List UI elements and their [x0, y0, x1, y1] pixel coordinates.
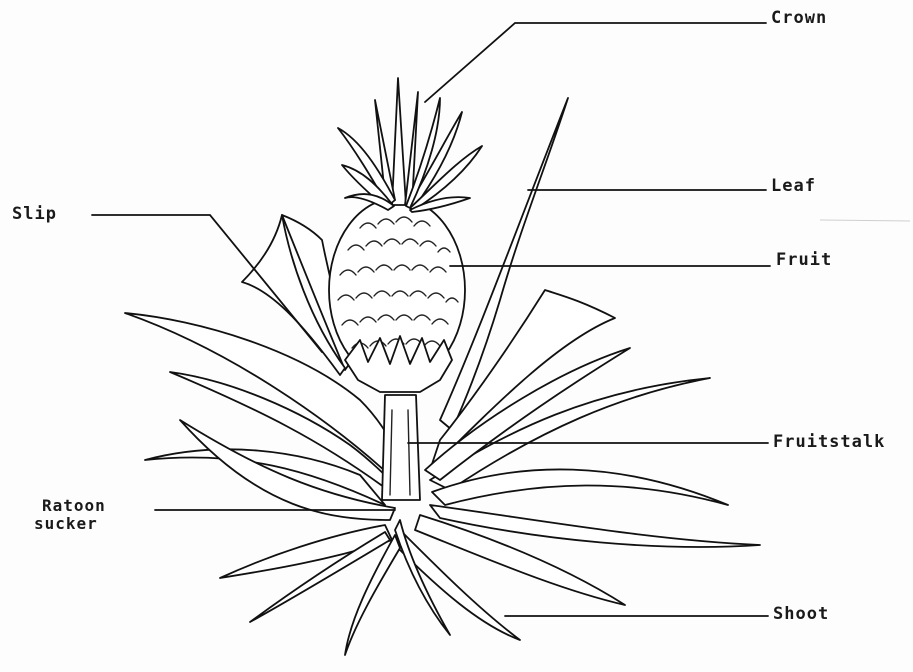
fruitstalk-shape — [382, 395, 420, 500]
label-ratoon-sucker: Ratoon sucker — [42, 497, 106, 534]
scan-artifact — [820, 220, 910, 221]
label-shoot: Shoot — [773, 606, 829, 623]
label-leaf: Leaf — [771, 178, 816, 195]
leader-crown — [425, 23, 766, 102]
crown-leaf-center — [392, 78, 406, 205]
pineapple-fruit — [329, 198, 465, 392]
label-crown: Crown — [771, 10, 827, 27]
pineapple-crown — [338, 78, 482, 212]
label-ratoon-line1: Ratoon — [42, 497, 106, 515]
label-fruitstalk: Fruitstalk — [773, 434, 885, 451]
label-ratoon-line2: sucker — [34, 515, 106, 533]
stalk — [382, 395, 420, 500]
label-slip: Slip — [12, 206, 57, 223]
label-fruit: Fruit — [776, 252, 832, 269]
leaf-right-fan-2 — [432, 469, 728, 505]
